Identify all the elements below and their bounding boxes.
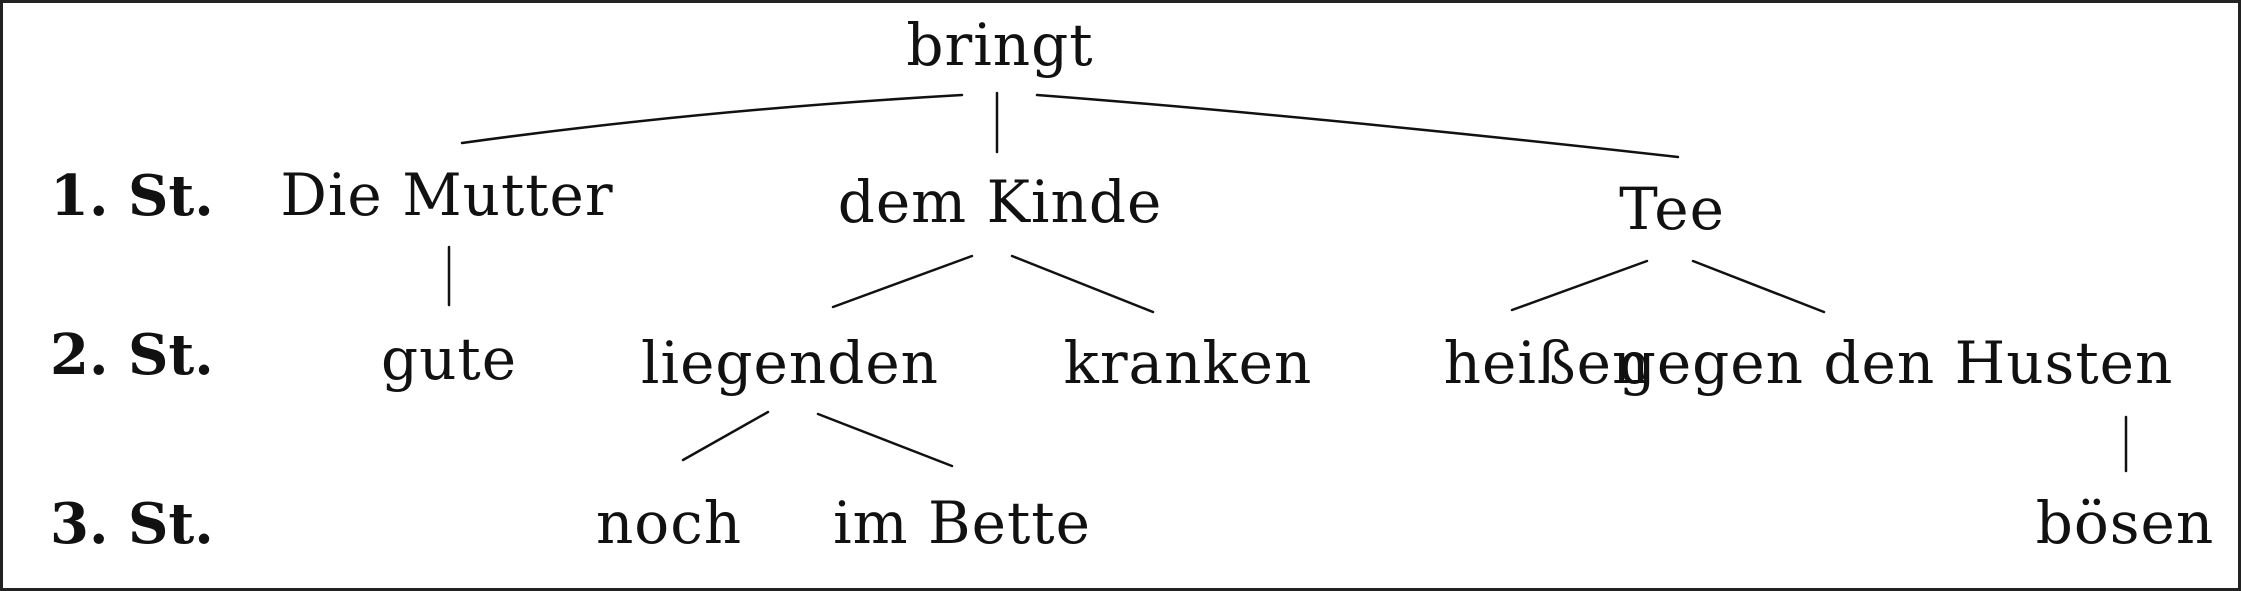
level-label-3: 3. St. — [50, 491, 214, 557]
frame-right-border — [2238, 0, 2241, 591]
edge-dem-kinde-kranken — [1010, 254, 1155, 314]
node-kranken: kranken — [1063, 329, 1313, 397]
edge-liegenden-noch — [681, 410, 770, 462]
frame-left-border — [0, 0, 3, 591]
edge-tee-heissen — [1510, 259, 1649, 312]
node-dem-kinde: dem Kinde — [837, 168, 1163, 236]
edge-root-die-mutter — [460, 93, 964, 145]
level-label-1: 1. St. — [50, 163, 214, 229]
edge-root-tee — [1035, 93, 1680, 159]
node-tee: Tee — [1619, 175, 1725, 243]
node-boesen: bösen — [2035, 489, 2215, 557]
node-heissen: heißen — [1443, 329, 1651, 397]
frame-top-border — [0, 0, 2241, 3]
edge-liegenden-im-bette — [816, 412, 954, 468]
node-im-bette: im Bette — [833, 489, 1091, 557]
node-gegen-den-husten: gegen den Husten — [1618, 329, 2174, 397]
level-label-2: 2. St. — [50, 322, 214, 388]
node-noch: noch — [595, 489, 743, 557]
node-liegenden: liegenden — [640, 329, 940, 397]
node-gute: gute — [380, 325, 518, 393]
root-word: bringt — [906, 11, 1094, 79]
edge-dem-kinde-liegenden — [831, 254, 974, 309]
node-die-mutter: Die Mutter — [280, 161, 614, 229]
edge-tee-gegen-den-husten — [1691, 259, 1826, 314]
frame-bottom-border — [0, 588, 2241, 591]
